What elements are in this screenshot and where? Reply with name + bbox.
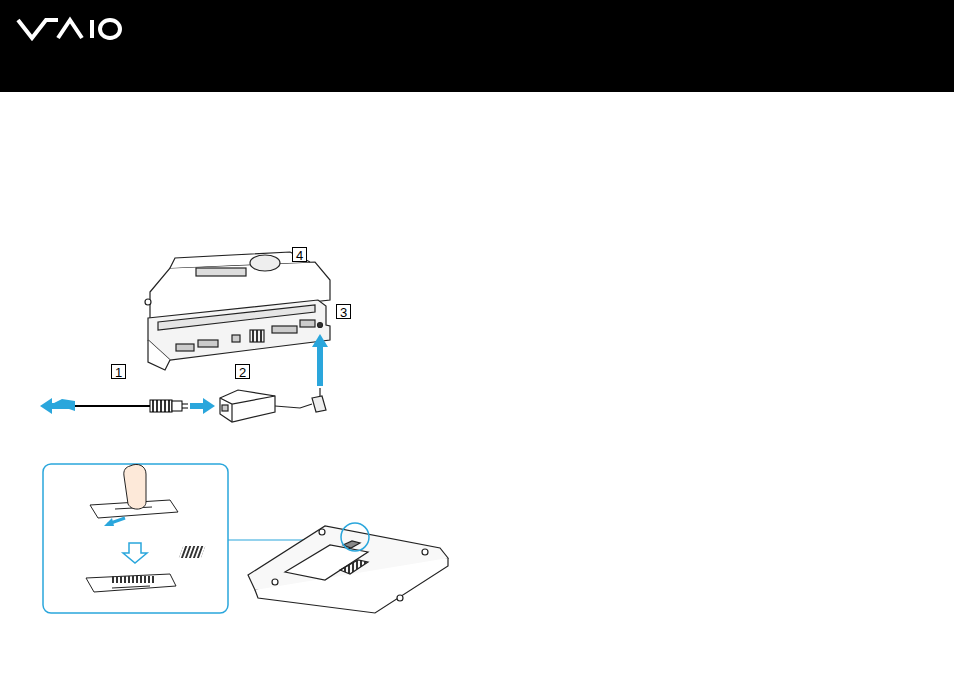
arrowhead [312,334,328,347]
port-cover [86,464,178,592]
callout-number: 3 [336,304,351,319]
arrow [48,399,75,411]
callout-number: 1 [111,364,126,379]
arrowhead [104,518,114,526]
callout-number: 2 [235,364,250,379]
ac-adapter [220,388,326,422]
inset-frame [43,464,228,613]
hollow-arrow [123,543,147,563]
header-bar [0,0,954,92]
highlight-circle [341,523,369,551]
arrowhead [203,398,215,414]
arrowhead [40,398,52,414]
arrow [317,345,323,386]
arrow [190,403,205,409]
callout-number: 4 [292,247,307,262]
docking-station [145,252,330,370]
vaio-logo [18,20,120,38]
laptop-underside [179,526,448,613]
arrow [48,403,75,409]
power-cord [60,400,188,412]
